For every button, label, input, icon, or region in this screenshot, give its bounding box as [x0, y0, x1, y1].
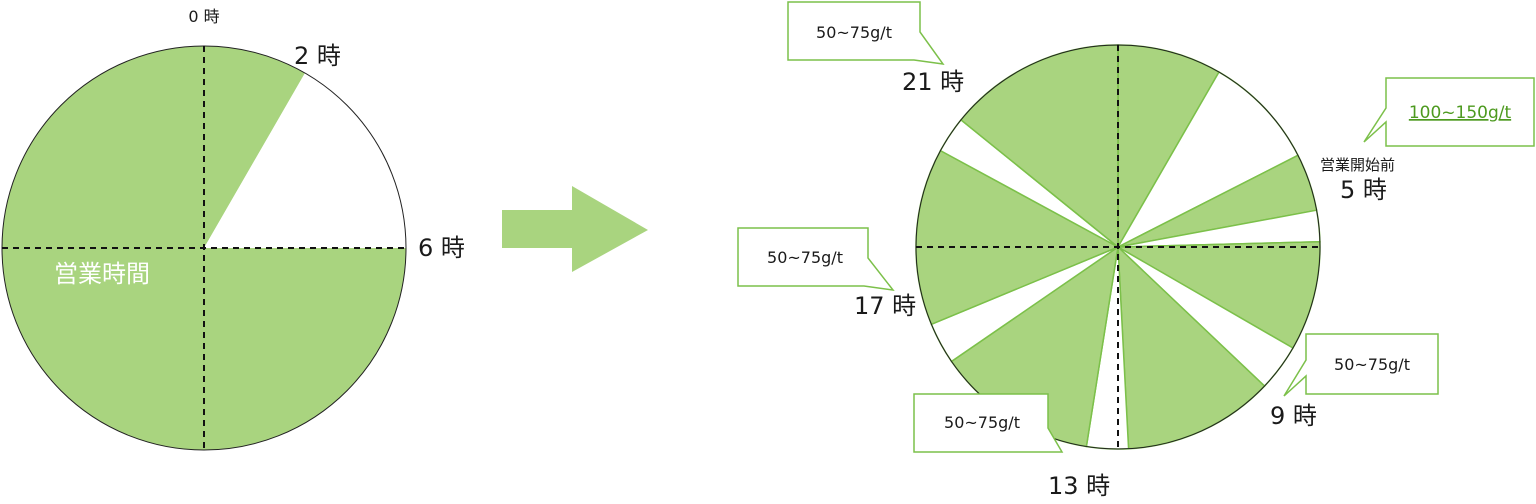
left-clock-slice-1 — [204, 73, 406, 248]
right-label-17: 17 時 — [854, 292, 916, 320]
left-label-2: 2 時 — [294, 42, 341, 70]
callout-9-box — [1283, 333, 1439, 397]
callout-17-box — [737, 227, 895, 291]
callout-21: 50~75g/t — [787, 1, 945, 65]
right-clock-slices — [915, 44, 1321, 450]
right-arrow — [502, 186, 648, 272]
callout-13-text: 50~75g/t — [944, 413, 1020, 432]
callout-5-text: 100~150g/t — [1409, 103, 1512, 123]
callout-9-text: 50~75g/t — [1334, 355, 1410, 374]
callout-13: 50~75g/t — [913, 393, 1064, 453]
callout-17-text: 50~75g/t — [767, 248, 843, 267]
right-label-9: 9 時 — [1270, 402, 1317, 430]
callout-5-box — [1363, 77, 1535, 147]
callout-13-box — [913, 393, 1064, 453]
left-clock-slice-0 — [204, 46, 305, 248]
callout-17: 50~75g/t — [737, 227, 895, 291]
left-clock: 0 時 2 時 6 時 営業時間 — [1, 7, 465, 452]
right-label-21: 21 時 — [902, 68, 964, 96]
callout-21-text: 50~75g/t — [816, 23, 892, 42]
left-inside-label: 営業時間 — [54, 260, 150, 288]
callout-21-box — [787, 1, 945, 65]
right-clock: 21 時 営業開始前 5 時 9 時 13 時 17 時 — [854, 44, 1395, 500]
right-label-5: 5 時 — [1340, 176, 1387, 204]
callout-9: 50~75g/t — [1283, 333, 1439, 397]
callout-5: 100~150g/t — [1363, 77, 1535, 147]
right-label-13: 13 時 — [1048, 472, 1110, 500]
right-label-before-open: 営業開始前 — [1320, 156, 1395, 174]
left-label-6: 6 時 — [418, 234, 465, 262]
left-label-0: 0 時 — [188, 7, 219, 26]
